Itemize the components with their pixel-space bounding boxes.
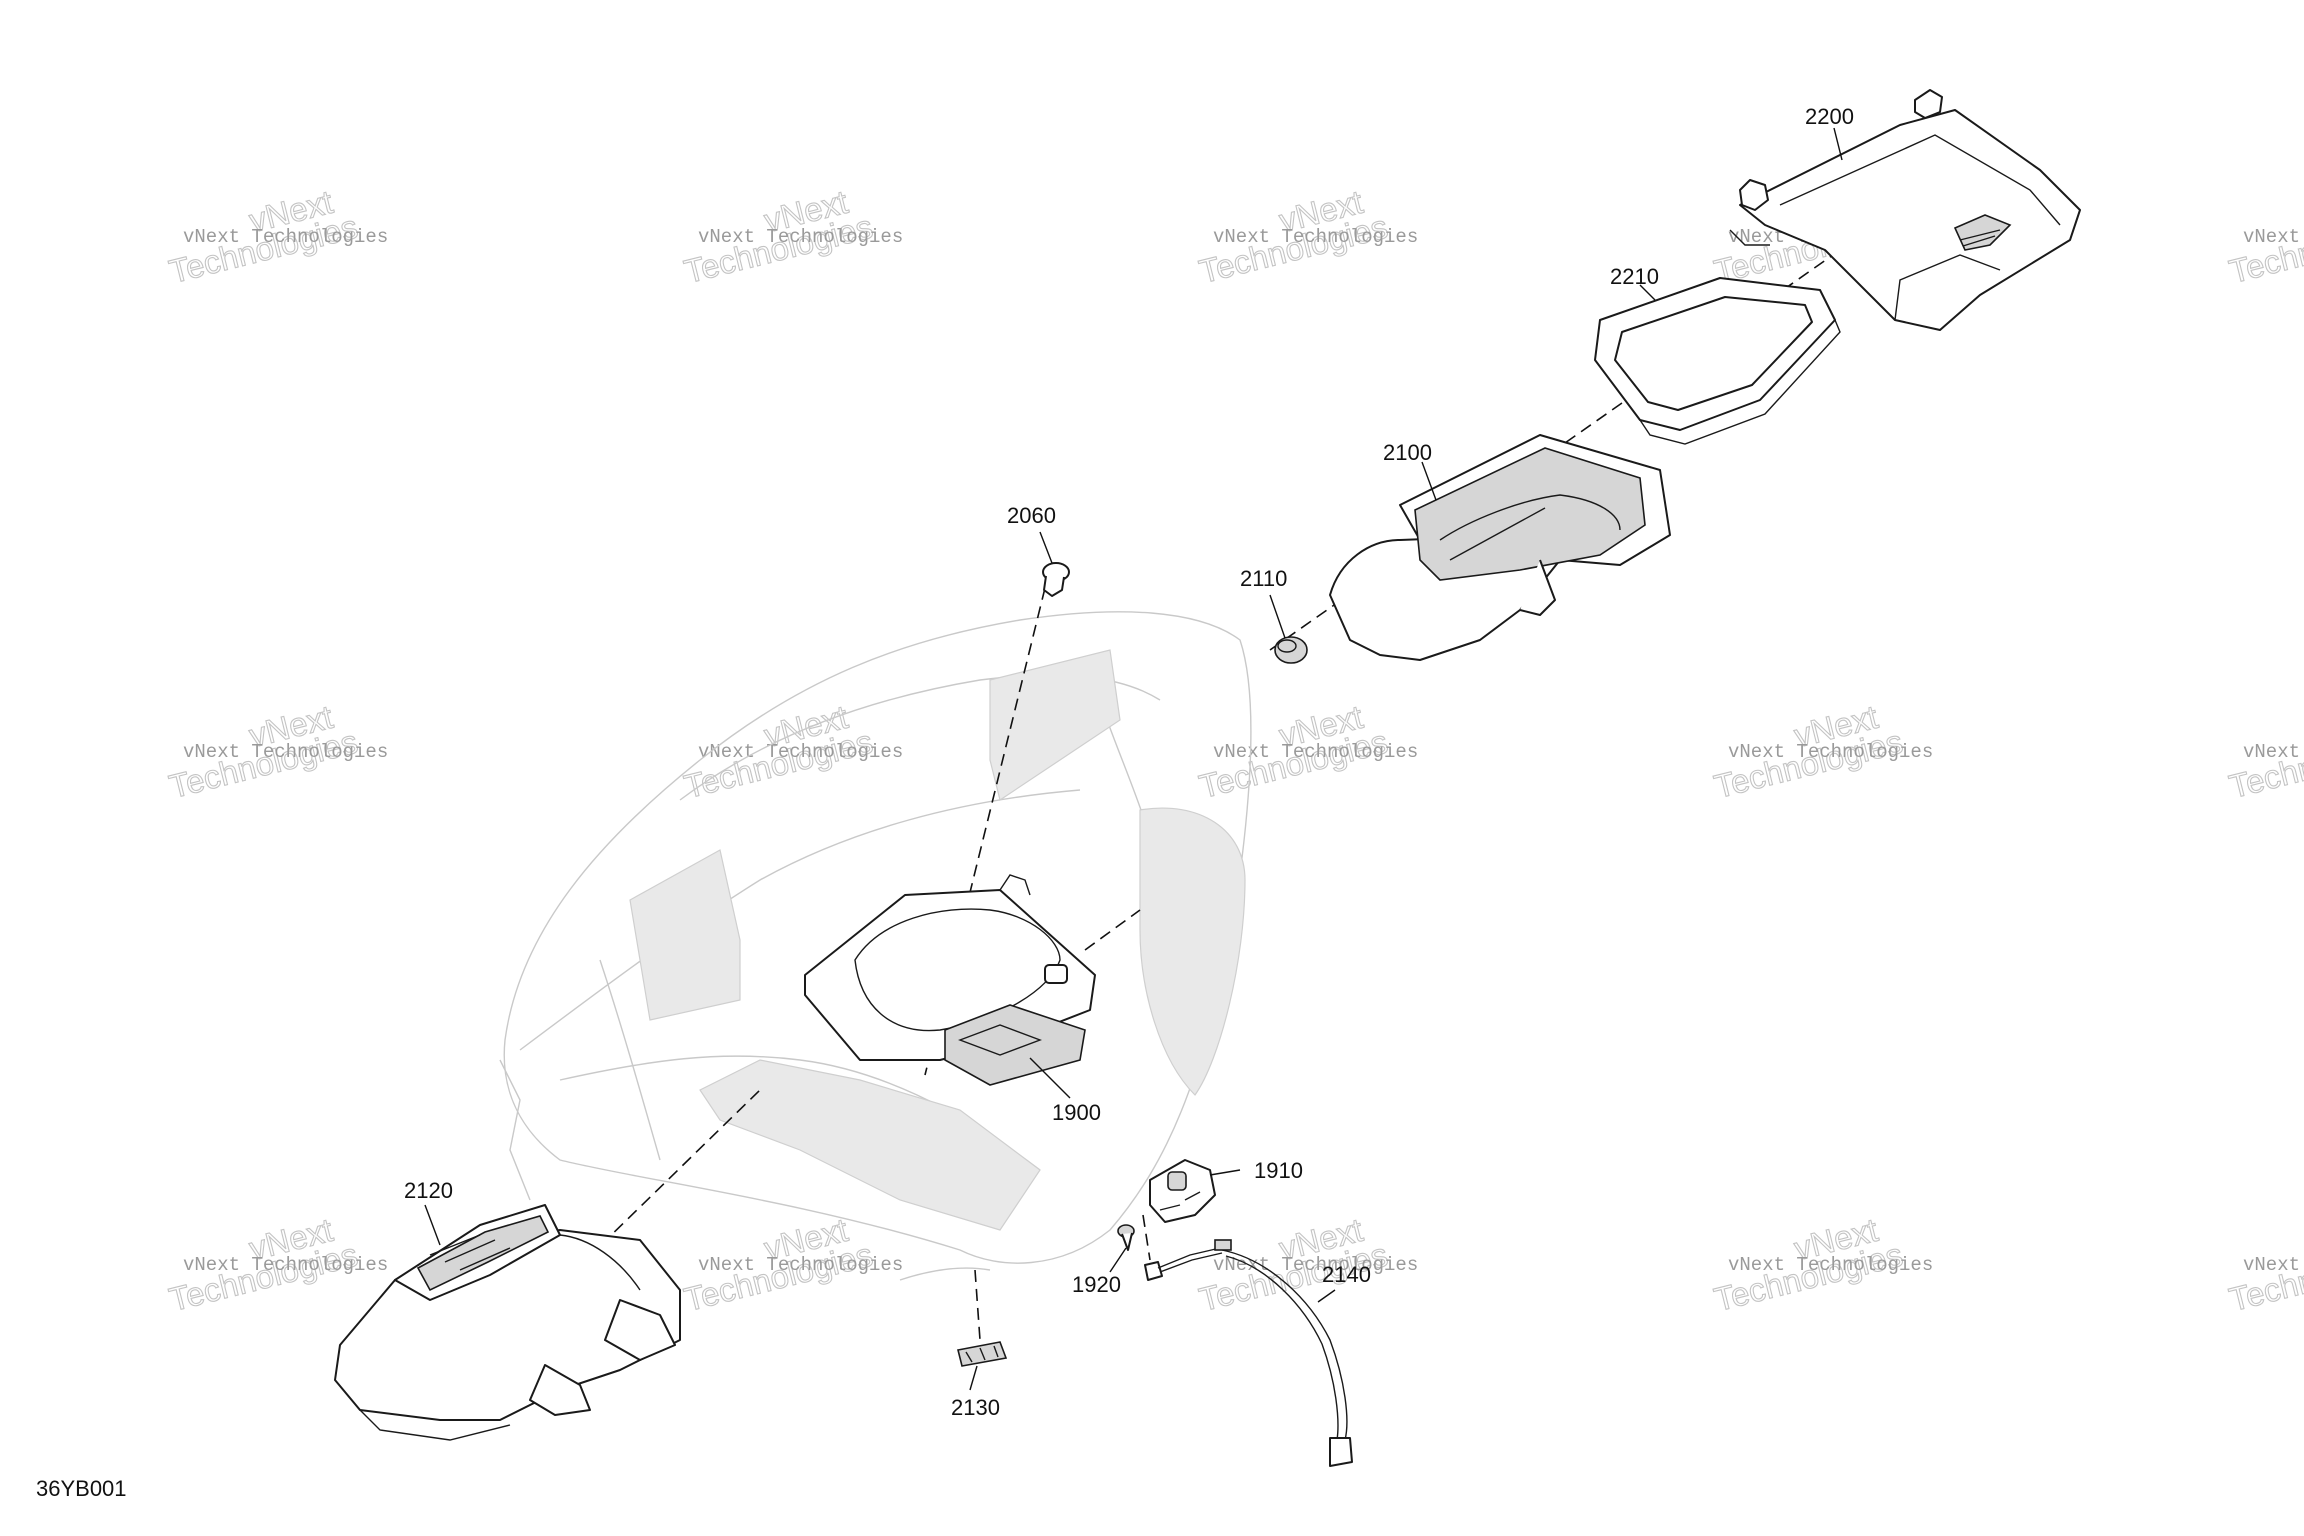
leader-lines [424,127,1843,1391]
svg-text:vNext Technologies: vNext Technologies [2243,226,2304,248]
part-2140-harness [1144,1239,1353,1467]
svg-text:Technologies: Technologies [2225,1236,2304,1319]
top-vent-mesh [989,649,1121,801]
watermark: Technologies vNext vNext Technologies [2225,1235,2304,1319]
callout-2100: 2100 [1383,440,1432,465]
part-2210-gasket [1594,277,1841,445]
svg-text:Technologies: Technologies [2225,208,2304,291]
svg-text:vNext Technologies: vNext Technologies [698,1254,903,1276]
watermark: Technologies vNext vNext Technologies [2225,207,2304,291]
watermark: Technologies vNext vNext Technologies [165,697,388,805]
callout-2060: 2060 [1007,503,1056,528]
watermark-layer: Technologies vNext vNext Technologies Te… [165,182,2304,1319]
watermark: Technologies vNext vNext Technologies [2225,722,2304,806]
part-2100-upper-tray [1329,434,1671,661]
svg-text:vNext Technologies: vNext Technologies [183,741,388,763]
part-2120-glovebox [334,1204,681,1441]
svg-text:vNext Technologies: vNext Technologies [2243,1254,2304,1276]
part-1920-screw [1117,1224,1135,1251]
callout-2110: 2110 [1240,566,1287,591]
watermark: Technologies vNext vNext Technologies [165,182,388,290]
part-1910-latch [1149,1159,1216,1223]
watermark: Technologies vNext vNext Technologies [1195,182,1418,290]
callout-2210: 2210 [1610,264,1659,289]
watermark: Technologies vNext vNext Technologies [680,182,903,290]
watermark: Technologies vNext vNext Technologies [1195,1210,1418,1318]
callout-1900: 1900 [1052,1100,1101,1125]
svg-text:vNext Technologies: vNext Technologies [2243,741,2304,763]
svg-text:vNext Technologies: vNext Technologies [698,741,903,763]
right-vent-mesh [1139,807,1246,1096]
watermark: Technologies vNext vNext Technologies [1710,1210,1933,1318]
svg-text:vNext Technologies: vNext Technologies [1728,1254,1933,1276]
svg-text:vNext Technologies: vNext Technologies [183,1254,388,1276]
watermark: Technologies vNext vNext Technologies [680,697,903,805]
watermark-text: vNext Technologies [183,226,388,248]
svg-text:vNext Technologies: vNext Technologies [1213,1254,1418,1276]
watermark: Technologies vNext vNext Technologies [165,1210,388,1318]
svg-text:vNext Technologies: vNext Technologies [1728,741,1933,763]
part-2110-plug [1274,636,1308,664]
diagram-id: 36YB001 [36,1476,127,1501]
bottom-vent-mesh [699,1059,1041,1231]
callout-2130: 2130 [951,1395,1000,1420]
ghost-dashboard [499,611,1252,1281]
part-2200-cover [1729,89,2081,331]
watermark: Technologies vNext vNext Technologies [1710,697,1933,805]
part-1900-tray [804,874,1096,1086]
svg-text:vNext Technologies: vNext Technologies [1213,741,1418,763]
callout-2200: 2200 [1805,104,1854,129]
callout-1910: 1910 [1254,1158,1303,1183]
callout-2140: 2140 [1322,1262,1371,1287]
svg-text:Technologies: Technologies [2225,723,2304,806]
part-2130-bracket [957,1341,1008,1367]
watermark: Technologies vNext vNext Technologies [1195,697,1418,805]
svg-text:vNext Technologies: vNext Technologies [698,226,903,248]
watermark: Technologies vNext vNext Technologies [680,1210,903,1318]
part-2060-clip [1042,562,1070,597]
callout-labels: 2200 2210 2100 2110 2060 1900 1910 1920 … [404,104,1854,1420]
callout-2120: 2120 [404,1178,453,1203]
callout-1920: 1920 [1072,1272,1121,1297]
svg-text:vNext Technologies: vNext Technologies [1213,226,1418,248]
left-vent-mesh [629,849,741,1021]
